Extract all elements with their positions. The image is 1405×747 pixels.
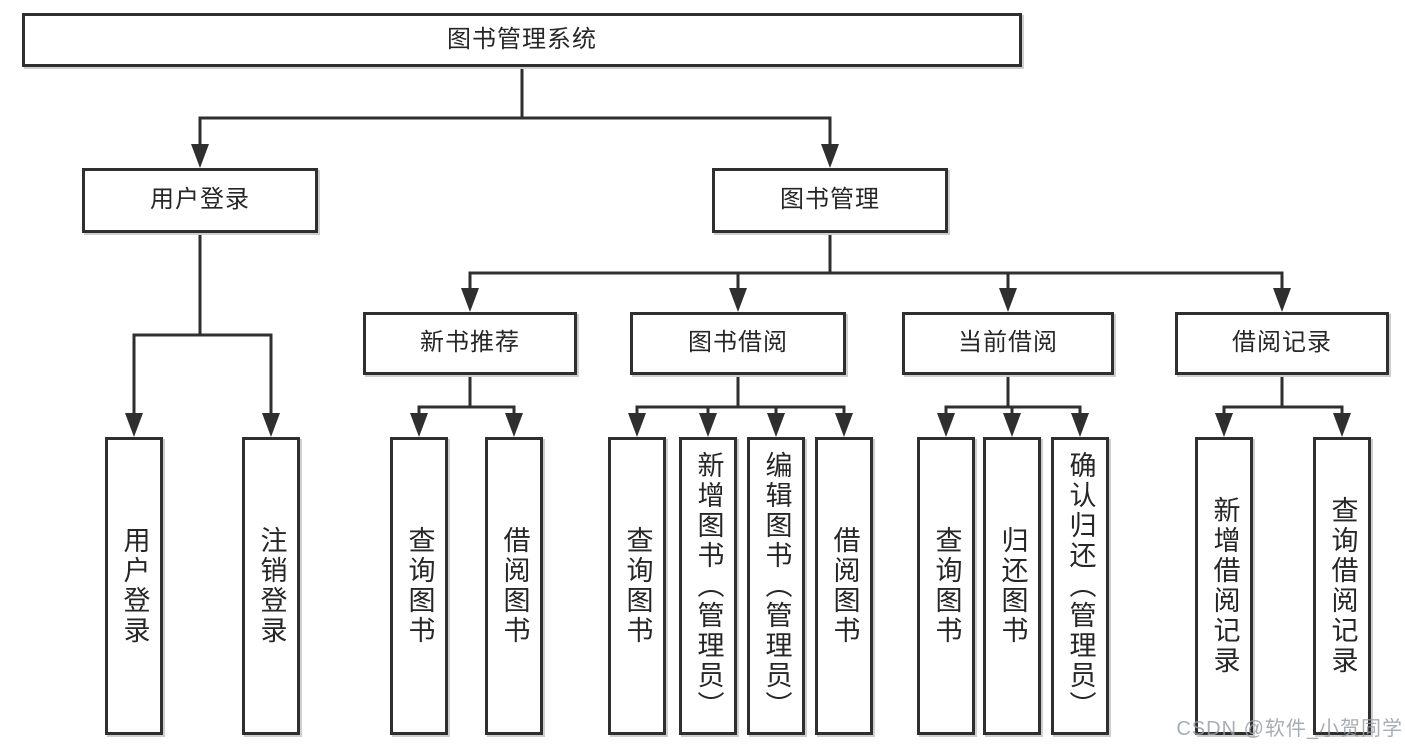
node-confirm-return-admin: 确认归还（管理员） xyxy=(1051,437,1109,735)
node-query-books-borrowing: 查询图书 xyxy=(608,437,666,735)
csdn-watermark: CSDN @软件_小贺同学 xyxy=(1176,718,1403,740)
node-borrow-books-borrowing: 借阅图书 xyxy=(815,437,873,735)
node-user-login: 用户登录 xyxy=(82,168,318,233)
node-add-book-admin: 新增图书（管理员） xyxy=(679,437,737,735)
node-current-borrowing: 当前借阅 xyxy=(902,312,1114,375)
node-return-books: 归还图书 xyxy=(983,437,1041,735)
node-logout: 注销登录 xyxy=(242,437,300,735)
node-query-books-recommend: 查询图书 xyxy=(390,437,448,735)
node-book-management: 图书管理 xyxy=(712,168,948,233)
node-borrowing-records: 借阅记录 xyxy=(1175,312,1389,375)
node-add-borrow-record: 新增借阅记录 xyxy=(1195,437,1253,735)
node-book-borrowing: 图书借阅 xyxy=(630,312,846,375)
node-borrow-books-recommend: 借阅图书 xyxy=(485,437,543,735)
node-query-books-current: 查询图书 xyxy=(917,437,975,735)
node-library-management-system: 图书管理系统 xyxy=(22,13,1022,67)
node-user-login-leaf: 用户登录 xyxy=(105,437,163,735)
node-edit-book-admin: 编辑图书（管理员） xyxy=(747,437,805,735)
node-query-borrow-record: 查询借阅记录 xyxy=(1313,437,1371,735)
node-new-book-recommendation: 新书推荐 xyxy=(363,312,577,375)
